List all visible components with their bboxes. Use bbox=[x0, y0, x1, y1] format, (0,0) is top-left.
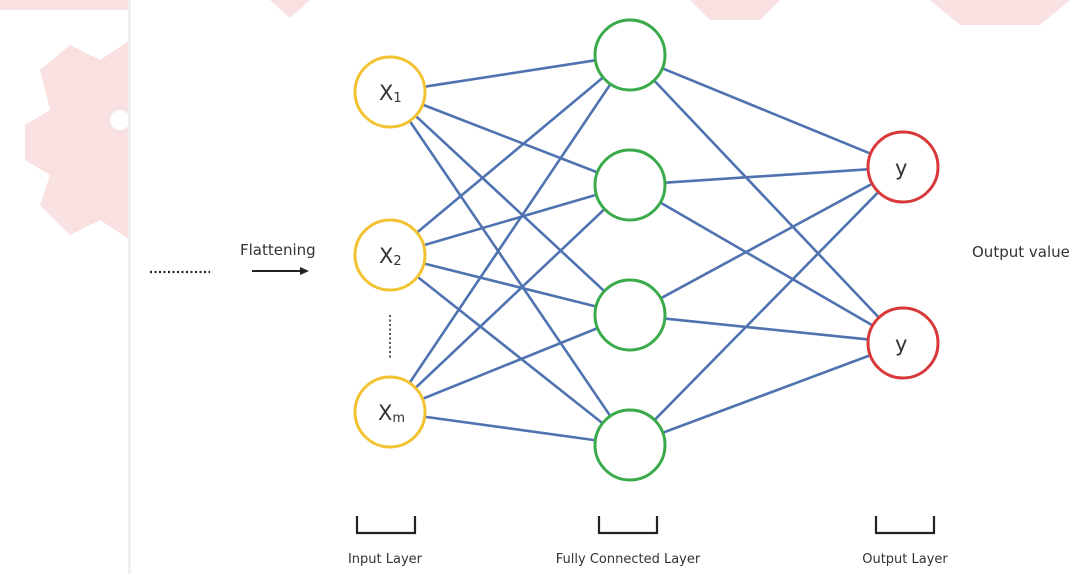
input-node-2 bbox=[353, 218, 427, 292]
edge-hidden-2-output-2 bbox=[658, 201, 875, 327]
nodes: X1 X2 Xm y y bbox=[353, 18, 940, 482]
output-node-2 bbox=[866, 306, 940, 380]
flatten-label: Flattening bbox=[240, 241, 316, 259]
output-node-1 bbox=[866, 130, 940, 204]
edge-input-3-hidden-3 bbox=[421, 326, 599, 401]
output-value-label: Output value bbox=[972, 243, 1070, 261]
edge-input-3-hidden-2 bbox=[414, 207, 606, 390]
edge-input-3-hidden-1 bbox=[408, 82, 612, 385]
edge-input-2-hidden-3 bbox=[422, 262, 598, 308]
hidden-node-3 bbox=[593, 278, 667, 352]
edge-hidden-3-output-1 bbox=[659, 182, 874, 300]
watermark-logo bbox=[0, 0, 1070, 240]
edge-hidden-3-output-2 bbox=[663, 317, 870, 341]
edge-hidden-2-output-1 bbox=[663, 168, 870, 184]
output-node-1-label: y bbox=[895, 156, 907, 180]
hidden-node-4 bbox=[593, 408, 667, 482]
arrow-head-icon bbox=[300, 267, 309, 275]
edge-hidden-4-output-1 bbox=[653, 190, 880, 422]
input-node-m-label: Xm bbox=[378, 401, 405, 426]
edge-input-2-hidden-1 bbox=[415, 76, 605, 234]
input-layer-caption: Input Layer bbox=[348, 552, 423, 567]
edge-input-1-hidden-3 bbox=[414, 114, 606, 293]
gear-icon bbox=[25, 40, 130, 240]
input-node-1 bbox=[353, 55, 427, 129]
input-layer-bracket bbox=[355, 516, 417, 535]
hidden-node-2 bbox=[593, 148, 667, 222]
edge-input-2-hidden-2 bbox=[422, 193, 598, 247]
edge-input-1-hidden-4 bbox=[408, 119, 612, 418]
connections bbox=[408, 59, 881, 442]
output-node-2-label: y bbox=[895, 332, 907, 356]
edge-input-2-hidden-4 bbox=[416, 275, 604, 425]
edge-input-1-hidden-2 bbox=[421, 103, 599, 174]
output-layer-bracket bbox=[874, 516, 936, 535]
hidden-layer-bracket bbox=[597, 516, 659, 535]
hidden-node-1 bbox=[593, 18, 667, 92]
edge-hidden-1-output-1 bbox=[661, 66, 872, 156]
edge-input-1-hidden-1 bbox=[423, 59, 597, 88]
page-margin bbox=[128, 0, 131, 574]
edge-input-3-hidden-4 bbox=[423, 415, 597, 442]
edge-hidden-4-output-2 bbox=[661, 353, 872, 435]
output-layer-caption: Output Layer bbox=[862, 552, 948, 567]
input-node-1-label: X1 bbox=[379, 81, 402, 106]
input-node-2-label: X2 bbox=[379, 244, 402, 269]
layer-brackets bbox=[355, 516, 936, 535]
edge-hidden-1-output-2 bbox=[652, 79, 881, 319]
input-node-m bbox=[353, 375, 427, 449]
hidden-layer-caption: Fully Connected Layer bbox=[556, 552, 701, 567]
